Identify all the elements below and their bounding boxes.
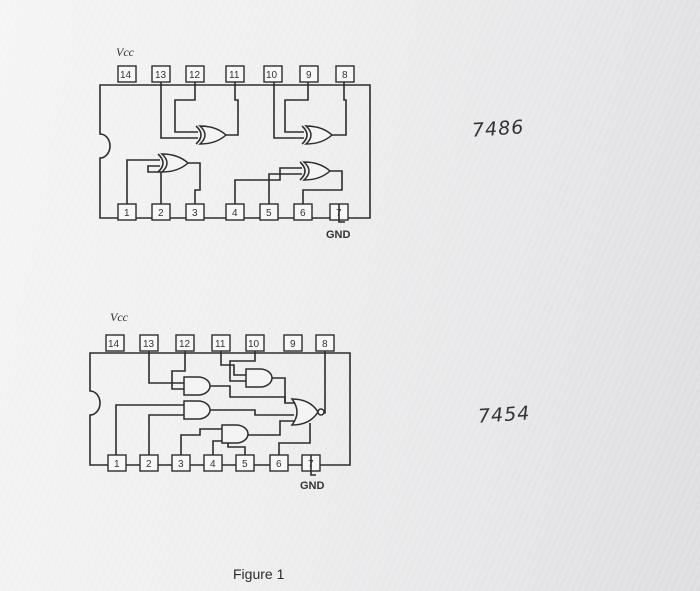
pin-box (105, 334, 125, 352)
handwritten-label-7454: 7454 (477, 402, 532, 428)
handwritten-label-7486: 7486 (471, 116, 526, 142)
pin-number: 11 (229, 70, 240, 81)
chip-7454-top-pins: 14 13 12 11 10 9 8 (105, 334, 335, 352)
pin-number: 6 (300, 208, 306, 219)
pin-number: 6 (276, 459, 282, 470)
chip-7454-gates (183, 368, 325, 444)
and-gate-symbol (221, 424, 249, 444)
chip-7454-bottom-pins: 1 2 3 4 5 6 7 (107, 454, 321, 472)
pin-number: 5 (266, 208, 272, 219)
pin-number: 10 (266, 70, 278, 81)
pin-number: 1 (114, 459, 120, 470)
pin-number: 9 (290, 339, 296, 350)
xor-gate-symbol (304, 125, 334, 145)
inversion-bubble (317, 408, 325, 416)
pin-number: 2 (146, 459, 152, 470)
chip-7486-bottom-pins: 1 2 3 4 5 6 7 (117, 203, 349, 221)
pin-number: 1 (124, 208, 130, 219)
xor-gate-symbol (160, 153, 190, 173)
pin-number: 14 (120, 70, 132, 81)
chip-7454-body (89, 352, 351, 466)
pin-number: 2 (158, 208, 164, 219)
chip-7454-gnd-label: GND (300, 480, 325, 492)
pin-number: 8 (322, 339, 328, 350)
and-gate-symbol (183, 376, 211, 396)
pin-number: 14 (108, 339, 120, 350)
pin-number: 13 (155, 70, 167, 81)
pin-number: 4 (210, 459, 216, 470)
chip-7486-top-pins: 14 13 12 11 10 9 8 (117, 65, 355, 83)
pin-box (117, 65, 137, 83)
figure-caption: Figure 1 (233, 566, 285, 582)
chip-7454-diagram: Vcc 14 13 12 11 10 9 8 1 2 (89, 310, 351, 492)
pin-number: 12 (179, 339, 191, 350)
chip-7486-gnd-label: GND (326, 229, 351, 241)
pin-number: 5 (242, 459, 248, 470)
pin-number: 9 (306, 70, 312, 81)
xor-gate-symbol (198, 125, 228, 145)
pin-number: 3 (192, 208, 198, 219)
pin-box (263, 65, 283, 83)
xor-gate-symbol (302, 161, 332, 181)
and-gate-symbol (245, 368, 273, 388)
pin-box (107, 454, 127, 472)
chip-7486-wiring (126, 82, 347, 223)
pin-number: 8 (342, 70, 348, 81)
pin-number: 10 (248, 339, 260, 350)
chip-7486-diagram: Vcc 14 13 12 11 10 9 8 (99, 45, 371, 241)
pin-number: 3 (178, 459, 184, 470)
pin-box (299, 65, 319, 83)
and-gate-symbol (183, 400, 211, 420)
pin-number: 12 (189, 70, 201, 81)
chip-7486-body (99, 84, 371, 219)
pin-box (283, 334, 303, 352)
pin-number: 11 (215, 339, 226, 350)
pin-box (335, 65, 355, 83)
chip-7486-vcc-label: Vcc (116, 45, 135, 59)
chip-7454-vcc-label: Vcc (110, 310, 129, 324)
chip-7454-wiring (115, 351, 326, 476)
chip-7486-xor-gates (157, 125, 334, 181)
pin-number: 13 (143, 339, 155, 350)
nor-gate-symbol (290, 398, 319, 426)
pin-number: 4 (232, 208, 238, 219)
